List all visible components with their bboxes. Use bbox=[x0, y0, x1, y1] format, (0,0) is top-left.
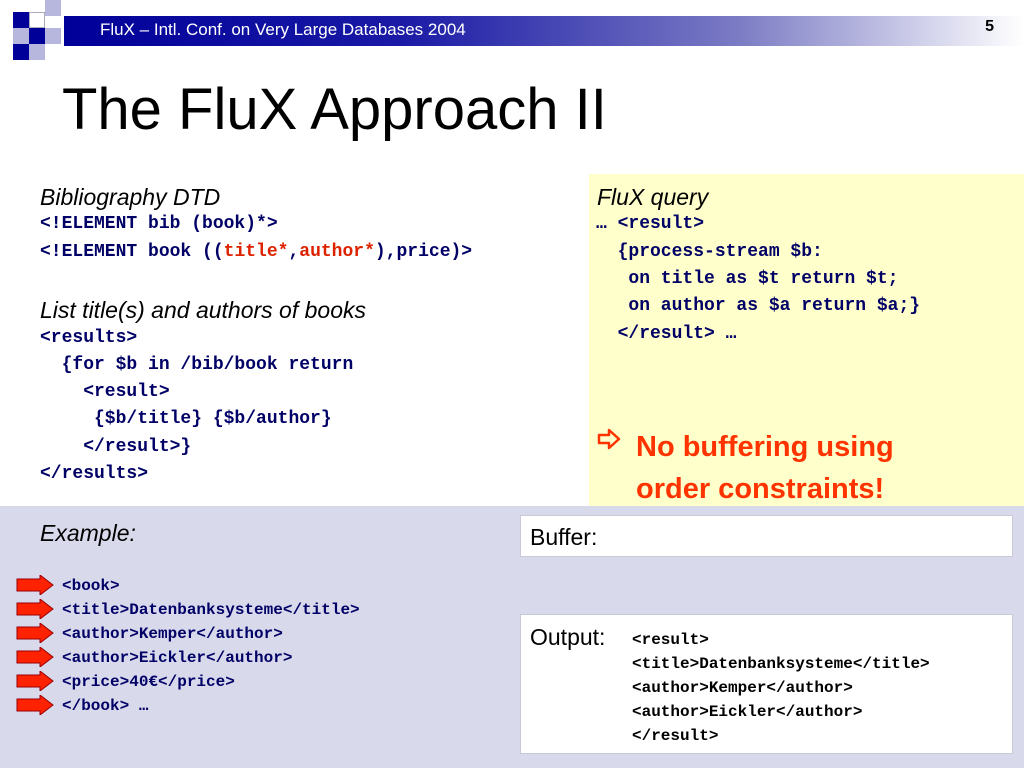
xquery-line: </result>} bbox=[40, 437, 192, 457]
stream-line: <book> bbox=[62, 577, 120, 595]
query-heading: List title(s) and authors of books bbox=[40, 297, 366, 323]
logo-square bbox=[29, 28, 45, 44]
logo-square bbox=[13, 44, 29, 60]
flux-query-heading: FluX query bbox=[597, 184, 709, 210]
flux-line: on author as $a return $a;} bbox=[596, 296, 921, 316]
stream-arrow-icon bbox=[16, 623, 54, 643]
logo-square bbox=[29, 12, 45, 28]
conclusion-bullet: No buffering using order constraints! bbox=[636, 426, 894, 510]
conclusion-line: order constraints! bbox=[636, 473, 885, 505]
dtd-line: <!ELEMENT book ((title*,author*),price)> bbox=[40, 242, 472, 262]
flux-line: on title as $t return $t; bbox=[596, 269, 899, 289]
logo-square bbox=[45, 28, 61, 44]
flux-line: </result> … bbox=[596, 324, 737, 344]
stream-arrow-icon bbox=[16, 647, 54, 667]
dtd-line: <!ELEMENT bib (book)*> bbox=[40, 214, 278, 234]
buffer-box bbox=[520, 515, 1013, 557]
stream-arrow-icon bbox=[16, 599, 54, 619]
xquery-line: <result> bbox=[40, 382, 170, 402]
dtd-text: , bbox=[288, 242, 300, 262]
dtd-author-highlight: author* bbox=[299, 242, 375, 262]
example-heading: Example: bbox=[40, 520, 136, 546]
output-line: </result> bbox=[632, 727, 719, 745]
flux-query-panel bbox=[589, 174, 1024, 506]
logo-square bbox=[29, 44, 45, 60]
logo-square bbox=[13, 12, 29, 28]
flux-line: {process-stream $b: bbox=[596, 242, 823, 262]
output-line: <title>Datenbanksysteme</title> bbox=[632, 655, 930, 673]
header-title: FluX – Intl. Conf. on Very Large Databas… bbox=[100, 20, 466, 39]
logo-square bbox=[45, 0, 61, 16]
flux-line: … <result> bbox=[596, 214, 705, 234]
output-line: <author>Kemper</author> bbox=[632, 679, 853, 697]
dtd-title-highlight: title* bbox=[223, 242, 289, 262]
dtd-text: <!ELEMENT book (( bbox=[40, 242, 224, 262]
xquery-line: {$b/title} {$b/author} bbox=[40, 409, 332, 429]
xquery-line: <results> bbox=[40, 328, 138, 348]
output-line: <author>Eickler</author> bbox=[632, 703, 863, 721]
buffer-label: Buffer: bbox=[530, 524, 598, 550]
logo-square bbox=[13, 28, 29, 44]
conclusion-line: No buffering using bbox=[636, 431, 894, 463]
xquery-line: </results> bbox=[40, 464, 149, 484]
stream-line: </book> … bbox=[62, 697, 149, 715]
arrow-right-outline-icon bbox=[596, 426, 622, 459]
output-box bbox=[520, 614, 1013, 754]
stream-line: <author>Kemper</author> bbox=[62, 625, 283, 643]
stream-line: <price>40€</price> bbox=[62, 673, 235, 691]
stream-arrow-icon bbox=[16, 695, 54, 715]
xquery-line: {for $b in /bib/book return bbox=[40, 355, 354, 375]
stream-arrow-icon bbox=[16, 575, 54, 595]
stream-line: <author>Eickler</author> bbox=[62, 649, 293, 667]
slide-title: The FluX Approach II bbox=[62, 77, 607, 142]
stream-line: <title>Datenbanksysteme</title> bbox=[62, 601, 360, 619]
output-label: Output: bbox=[530, 624, 606, 650]
slide-number: 5 bbox=[985, 18, 994, 35]
stream-arrow-icon bbox=[16, 671, 54, 691]
dtd-text: ),price)> bbox=[374, 242, 473, 262]
dtd-heading: Bibliography DTD bbox=[40, 184, 221, 210]
header-bar bbox=[64, 16, 1024, 46]
output-line: <result> bbox=[632, 631, 709, 649]
